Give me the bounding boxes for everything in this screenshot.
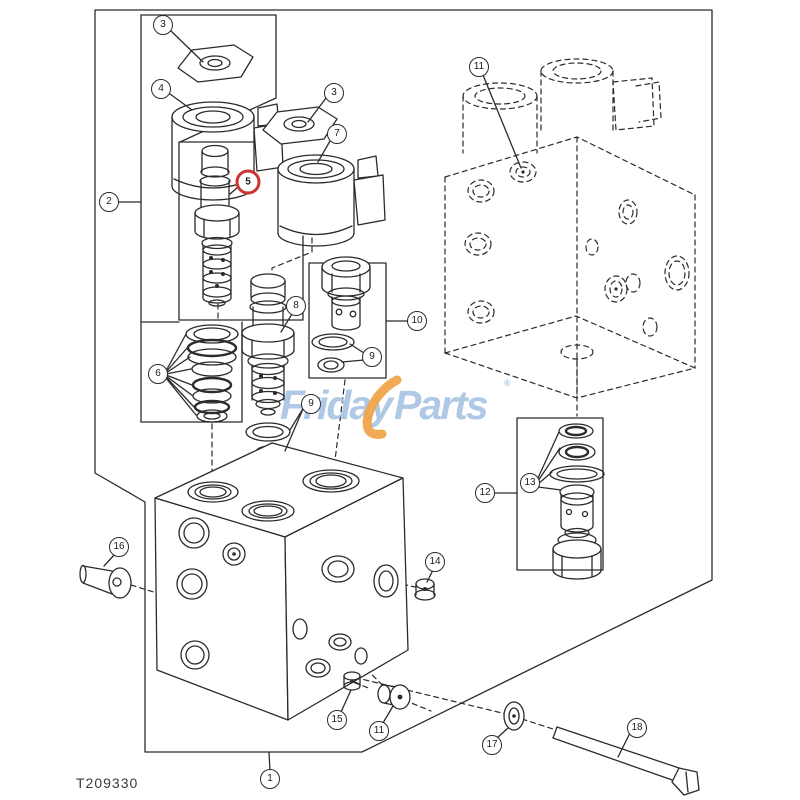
- subassembly-boxes: [140, 14, 604, 571]
- plug-cartridge-10-drawing: [311, 256, 371, 373]
- coil-nut-3b-drawing: [262, 106, 338, 145]
- callout-14: 14: [425, 552, 445, 572]
- callout-13: 13: [520, 473, 540, 493]
- callout-7: 7: [327, 124, 347, 144]
- callout-2: 2: [99, 192, 119, 212]
- callout-8: 8: [286, 296, 306, 316]
- main-valve-block-drawing: [79, 442, 436, 721]
- phantom-valve-block-drawing: [444, 58, 696, 399]
- callout-3b: 3: [324, 83, 344, 103]
- cartridge-valve-5-drawing: [194, 144, 240, 307]
- callout-10: 10: [407, 311, 427, 331]
- callout-1: 1: [260, 769, 280, 789]
- solenoid-coil-7-drawing: [277, 154, 386, 247]
- callout-leader-lines: [103, 30, 631, 772]
- bolt-18-drawing: [552, 726, 700, 796]
- callout-5-highlighted: 5: [235, 169, 261, 195]
- cartridge-valve-13-drawing: [549, 423, 605, 580]
- callout-16: 16: [109, 537, 129, 557]
- watermark-first-word: Friday: [280, 382, 393, 428]
- washer-17-drawing: [503, 701, 525, 731]
- callout-12: 12: [475, 483, 495, 503]
- callout-17: 17: [482, 735, 502, 755]
- callout-11b: 11: [369, 721, 389, 741]
- outer-frame: [94, 9, 713, 753]
- callout-15: 15: [327, 710, 347, 730]
- registered-trademark-icon: ®: [504, 378, 511, 388]
- seal-kit-6-drawing: [185, 324, 239, 423]
- callout-11a: 11: [469, 57, 489, 77]
- callout-9a: 9: [362, 347, 382, 367]
- callout-4: 4: [151, 79, 171, 99]
- callout-3a: 3: [153, 15, 173, 35]
- callout-6: 6: [148, 364, 168, 384]
- callout-18: 18: [627, 718, 647, 738]
- watermark-second-word: Parts: [394, 382, 489, 428]
- coil-nut-3a-drawing: [177, 44, 254, 83]
- drawing-number: T209330: [76, 775, 139, 791]
- solenoid-coil-4-drawing: [171, 101, 284, 201]
- callout-9b: 9: [301, 394, 321, 414]
